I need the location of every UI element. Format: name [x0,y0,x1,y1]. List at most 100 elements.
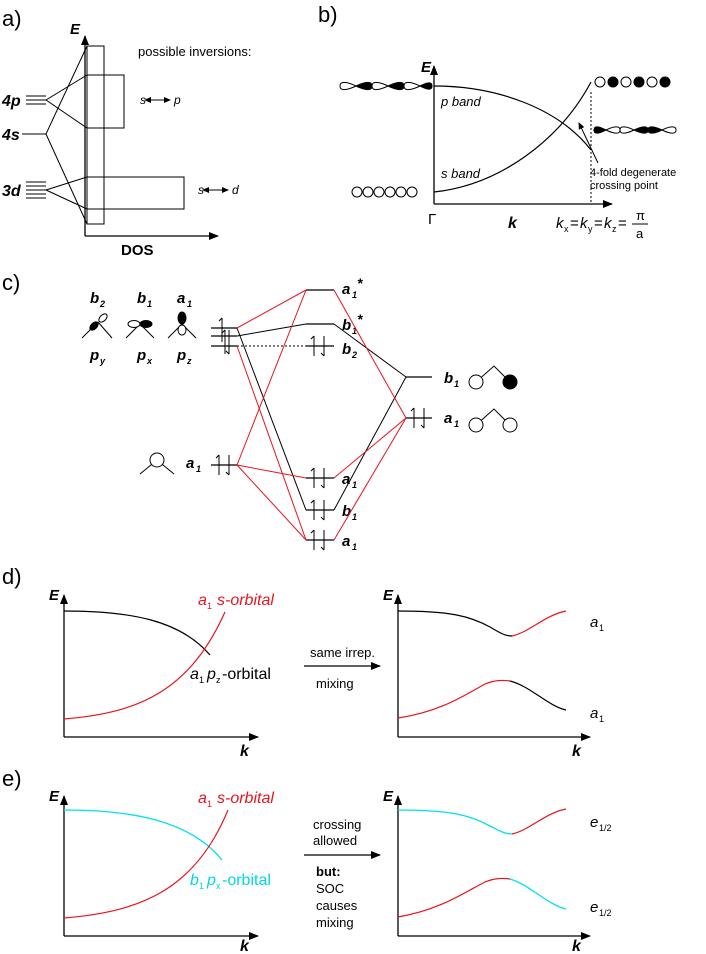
panel-e-px-band [63,809,223,861]
panel-d-black-label: a 1 p z -orbital [190,666,271,685]
mo-sub-a1-low: 1 [352,542,357,552]
mo-levels [306,289,334,541]
pz-orbital-icon [167,311,197,339]
crossing-point-arrow [578,122,599,164]
svg-text:a: a [190,666,199,683]
svg-text:=: = [570,215,579,232]
mo-electrons [310,335,325,551]
svg-text:1: 1 [207,601,212,611]
crossing-label-line1: 4-fold degenerate [590,167,676,179]
orbital-b2-sub: 2 [99,299,105,309]
panel-d-pz-band [63,610,211,656]
panel-b-energy-axis-label: E [421,59,432,76]
s-orbital-pictogram-left [139,452,175,475]
4p-levels [26,95,46,105]
panel-d-upper-red [511,610,567,637]
svg-text:1: 1 [199,675,204,685]
svg-text:-orbital: -orbital [222,666,271,683]
svg-text:z: z [612,224,617,234]
mo-label-b2: b [342,341,351,358]
right-a1-label: a [444,410,452,427]
panel-e-upper-red [511,808,567,835]
zone-boundary-label: k x = k y = k z = π a [556,208,648,241]
orbital-4p-label: 4p [1,93,21,110]
p-orbital-chain-zone-boundary [593,126,677,134]
p-band-box [86,74,125,129]
panel-b-label: b) [318,2,338,27]
svg-text:k: k [556,215,565,232]
svg-text:a: a [198,592,207,609]
mo-sub-b1: 1 [352,512,357,522]
panel-e-arrow-soc: SOC [316,881,344,896]
svg-text:=: = [618,215,627,232]
panel-d-lower-black [509,680,567,711]
svg-text:y: y [588,224,593,234]
panel-d-result-top: a [590,614,598,631]
d-band-box [86,176,185,210]
panel-e-label: e) [2,766,22,791]
s-band-label: s band [441,166,481,181]
left-s-label: a [186,455,194,472]
svg-text:-orbital: -orbital [222,872,271,889]
panel-d-right-energy-label: E [383,587,394,604]
svg-text:k: k [580,215,589,232]
inv-sd-left: s [198,183,204,197]
panel-e-result-bottom-sub: 1/2 [599,908,612,918]
left-p-levels [211,327,237,347]
panel-e-right-k-label: k [572,938,582,954]
p-band-label: p band [440,94,482,109]
panel-a-label: a) [2,6,22,31]
svg-text:z: z [216,675,221,685]
orbital-px-label: p [136,347,146,364]
mo-sub-b1-star: 1 [352,326,357,336]
orbital-4s-label: 4s [1,127,20,144]
orbital-b1-label: b [137,290,146,307]
3d-levels [26,181,46,199]
mo-sub-a1-star: 1 [352,290,357,300]
orbital-py-label: p [89,347,99,364]
panel-d-arrow-top: same irrep. [310,645,375,660]
panel-e-result-top: e [590,814,598,831]
panel-d-result-bottom: a [590,705,598,722]
inversions-title: possible inversions: [138,44,251,59]
panel-e-arrow-but: but: [316,864,341,879]
px-orbital-icon [125,320,155,339]
mo-labels: a 1 * b 1 * b 2 a 1 b 1 a 1 [342,275,363,552]
panel-a-energy-axis-label: E [70,21,81,38]
panel-d: d) E k a 1 s-orbital a 1 p z -orbital sa… [2,564,604,760]
panel-d-result-top-sub: 1 [599,623,604,633]
s-band-box [86,45,105,225]
svg-text:a: a [636,226,644,241]
panel-d-s-band [63,611,226,720]
panel-e-arrow-top1: crossing [313,817,361,832]
panel-e-arrow-causes: causes [316,898,358,913]
svg-text:=: = [594,215,603,232]
orbital-px-sub: x [146,356,153,366]
panel-b: b) E p band s band 4-fold degenerate cro… [318,2,677,241]
panel-e-upper-cyan [397,809,513,835]
svg-text:π: π [636,208,645,223]
orbital-a1-label: a [177,290,185,307]
left-s-sub: 1 [196,464,201,474]
panel-d-right-k-label: k [572,743,582,760]
svg-text:1: 1 [199,881,204,891]
mo-sup-b1-star: * [357,311,363,327]
mo-label-a1-star: a [342,281,350,298]
svg-text:1: 1 [207,799,212,809]
panel-b-k-label: k [508,215,518,232]
panel-e-cyan-label: b 1 p x -orbital [190,872,271,891]
panel-c: c) b 2 b 1 a 1 p y p x p z [2,270,518,552]
svg-text:p: p [206,666,216,683]
mo-label-a1-mid: a [342,471,350,488]
inv-sd-right: d [232,183,239,197]
panel-e-arrow-mixing: mixing [316,915,354,930]
mo-correlation-red [236,289,407,541]
svg-text:x: x [216,881,221,891]
mo-sub-b2: 2 [351,350,357,360]
p-band-curve [433,85,592,151]
panel-a: a) E DOS 4p 4s 3d possible inversions: s… [1,6,251,259]
svg-text:s-orbital: s-orbital [217,592,274,609]
panel-e-arrow-top2: allowed [313,833,357,848]
panel-c-label: c) [2,270,20,295]
